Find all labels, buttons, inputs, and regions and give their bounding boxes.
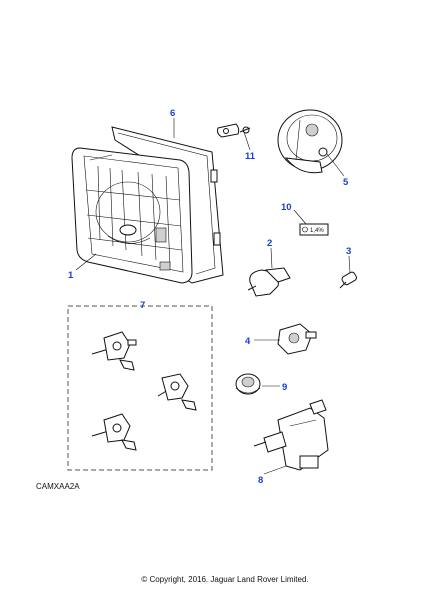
callout-1[interactable]: 1 (68, 270, 74, 281)
adjuster-lower (91, 413, 137, 451)
mounting-bracket[interactable] (217, 123, 251, 138)
callout-6[interactable]: 6 (170, 108, 175, 119)
headlamp-unit[interactable] (71, 147, 193, 284)
callout-10[interactable]: 10 (281, 202, 292, 213)
callout-7[interactable]: 7 (140, 300, 145, 311)
adjuster-upper (91, 331, 137, 371)
adjuster-middle (157, 373, 197, 411)
callout-2[interactable]: 2 (267, 238, 272, 249)
grommet[interactable] (235, 373, 261, 395)
callout-4[interactable]: 4 (245, 336, 251, 347)
callout-9[interactable]: 9 (282, 382, 287, 393)
adjuster-kit[interactable] (67, 305, 213, 471)
copyright-notice: © Copyright, 2016. Jaguar Land Rover Lim… (141, 575, 308, 584)
headlamp-shroud[interactable] (277, 109, 343, 174)
bulb-tag: 1,4% (299, 223, 329, 236)
callout-3[interactable]: 3 (346, 246, 351, 257)
reference-code: CAMXAA2A (36, 482, 80, 491)
callout-8[interactable]: 8 (258, 475, 263, 486)
small-bulb[interactable] (339, 271, 358, 289)
callout-5[interactable]: 5 (343, 177, 349, 188)
bulb-tag-text: 1,4% (310, 228, 324, 234)
callout-11[interactable]: 11 (245, 151, 256, 162)
bulb-holder[interactable] (277, 323, 317, 355)
leader-lines (75, 118, 351, 475)
level-motor[interactable] (253, 399, 329, 471)
main-bulb[interactable] (247, 267, 291, 297)
